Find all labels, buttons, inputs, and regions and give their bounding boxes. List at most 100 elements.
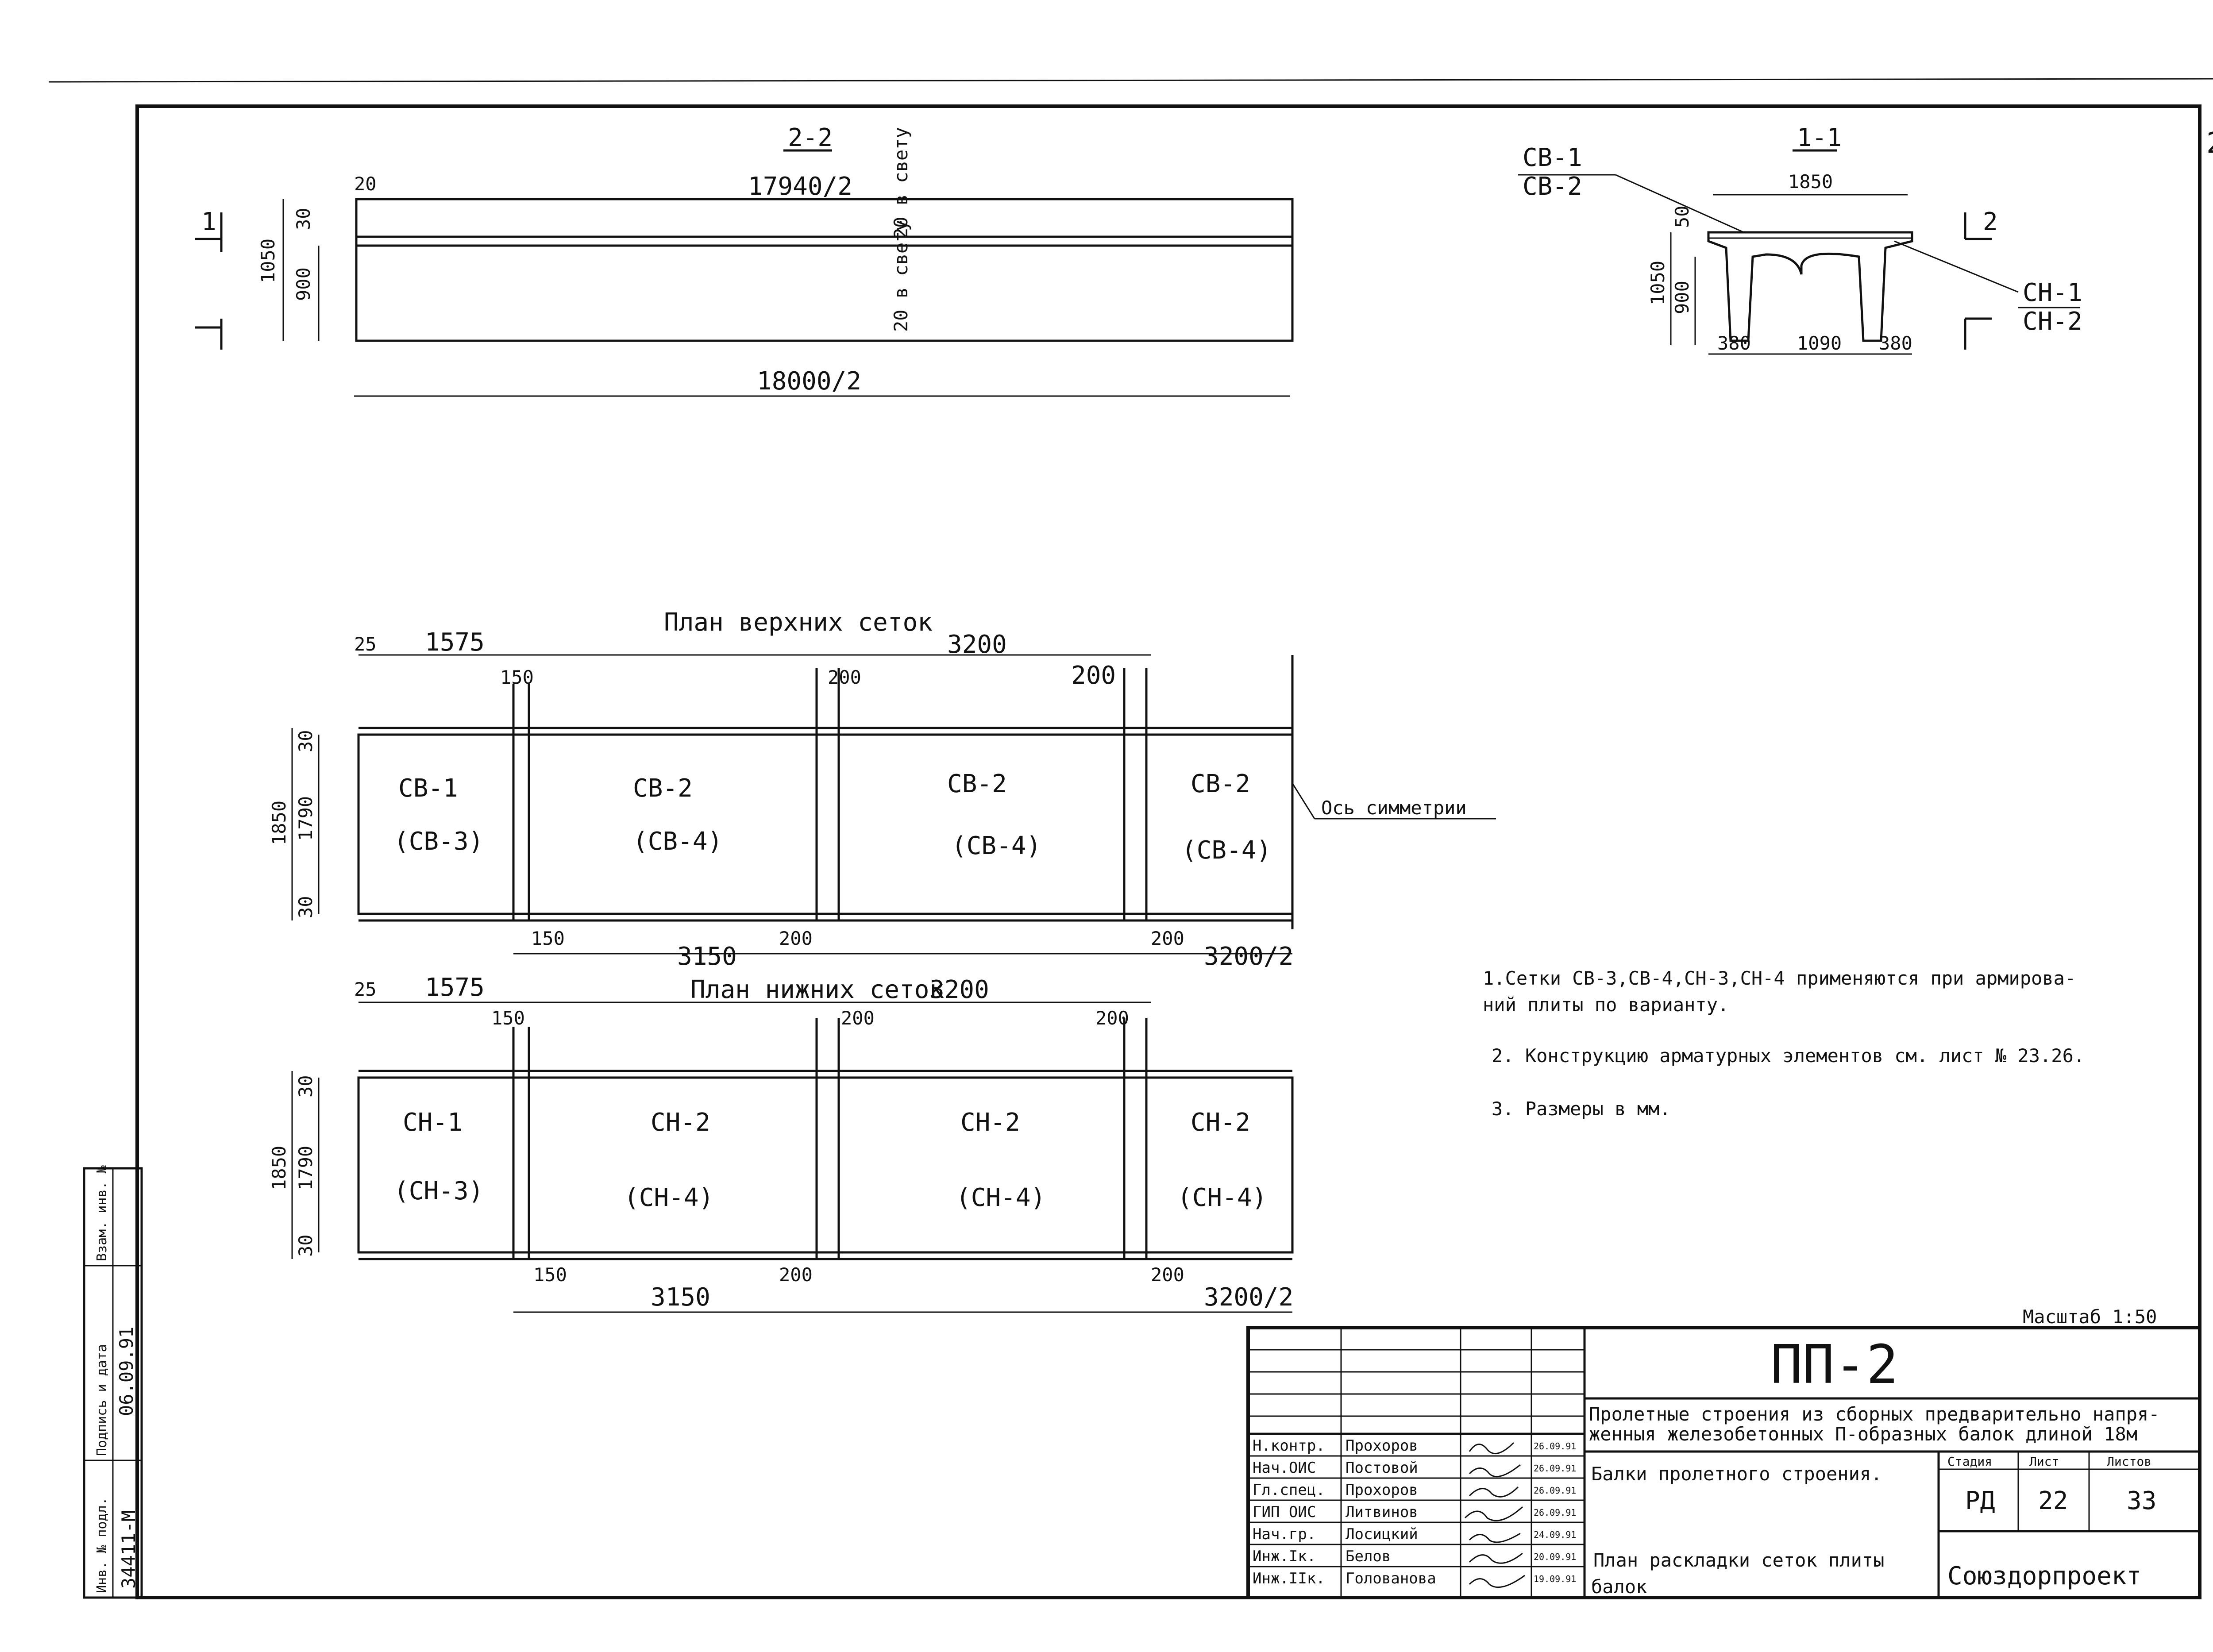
lower-dim-30-bottom: 30 — [295, 1234, 316, 1257]
sheet-title-1: План раскладки сеток плиты — [1593, 1549, 1884, 1571]
role-1: Н.контр. — [1253, 1437, 1325, 1455]
lower-cell-4-main: СН-2 — [1191, 1108, 1250, 1137]
beam-elevation — [355, 198, 1294, 342]
lower-dim-b-200-a: 200 — [779, 1264, 813, 1286]
organization: Союздорпроект — [1947, 1562, 2141, 1590]
name-2: Постовой — [1346, 1459, 1418, 1477]
dim-18000-2: 18000/2 — [757, 367, 861, 396]
upper-plan-title: План верхних сеток — [664, 608, 933, 637]
upper-cell-4-alt: (СВ-4) — [1182, 836, 1271, 865]
note-3: 3. Размеры в мм. — [1492, 1098, 1671, 1120]
sheets-value: 33 — [2127, 1486, 2156, 1515]
upper-dim-200-b: 200 — [1071, 661, 1116, 690]
lower-dim-1790: 1790 — [295, 1146, 316, 1190]
desc-line-1: Пролетные строения из сборных предварите… — [1589, 1403, 2160, 1425]
dim-900: 900 — [293, 267, 314, 301]
lower-cell-1-main: СН-1 — [403, 1108, 463, 1137]
drawing-frame — [135, 104, 2201, 1599]
subject: Балки пролетного строения. — [1591, 1463, 1882, 1485]
beam-cross-section — [1707, 231, 1913, 342]
lower-cell-3-alt: (СН-4) — [956, 1183, 1045, 1212]
upper-dim-1850: 1850 — [268, 801, 290, 845]
dim-20: 20 — [354, 173, 377, 195]
date-2: 26.09.91 — [1534, 1463, 1576, 1474]
dim-1050: 1050 — [257, 239, 279, 283]
date-4: 26.09.91 — [1534, 1507, 1576, 1518]
upper-mesh-plan: План верхних сеток 25 1575 150 3200 200 … — [268, 608, 1496, 971]
lower-dim-b-3200-2: 3200/2 — [1204, 1283, 1293, 1312]
dim-50: 50 — [1671, 205, 1693, 228]
upper-dim-1790: 1790 — [295, 796, 316, 841]
top-border — [48, 78, 2213, 83]
date-1: 26.09.91 — [1534, 1441, 1576, 1452]
note-1-cont: ний плиты по варианту. — [1483, 994, 1729, 1016]
section-1-1: 1-1 СВ-1 СВ-2 1850 1050 900 50 380 1090 … — [1518, 123, 2082, 355]
lower-dim-30-top: 30 — [295, 1075, 316, 1097]
role-4: ГИП ОИС — [1253, 1503, 1316, 1521]
lower-cell-4-alt: (СН-4) — [1177, 1183, 1267, 1212]
section-mark-1: 1 — [201, 208, 216, 236]
drawing-code: ПП-2 — [1770, 1334, 1898, 1396]
dim-900-b: 900 — [1671, 281, 1693, 314]
title-block: ПП-2 Пролетные строения из сборных предв… — [1246, 1326, 2201, 1599]
lower-cell-1-alt: (СН-3) — [394, 1177, 483, 1205]
label-cb-1: СВ-1 — [1523, 143, 1582, 172]
label-cb-2: СВ-2 — [1523, 172, 1582, 201]
dim-1850: 1850 — [1788, 171, 1833, 193]
lower-mesh-plan: План нижних сеток 25 1575 150 3200 200 2… — [268, 973, 1294, 1313]
stage-value: РД — [1965, 1486, 1995, 1515]
role-2: Нач.ОИС — [1253, 1459, 1316, 1477]
lower-cell-2-alt: (СН-4) — [624, 1183, 713, 1212]
note-1: 1.Сетки СВ-3,СВ-4,СН-3,СН-4 применяются … — [1483, 967, 2076, 989]
upper-dim-b-3200-2: 3200/2 — [1204, 942, 1293, 971]
upper-cell-1-main: СВ-1 — [398, 774, 458, 803]
upper-dim-30-top: 30 — [295, 730, 316, 752]
upper-dim-b-150: 150 — [531, 928, 565, 949]
upper-dim-3200: 3200 — [947, 630, 1007, 659]
upper-cell-2-alt: (СВ-4) — [633, 827, 722, 856]
lower-dim-25: 25 — [354, 978, 377, 1000]
upper-cell-4-main: СВ-2 — [1191, 770, 1250, 798]
upper-cell-1-alt: (СВ-3) — [394, 827, 483, 856]
lower-cell-3-main: СН-2 — [960, 1108, 1020, 1137]
stamp-inv-label: Инв. № подл. — [94, 1497, 110, 1593]
name-4: Литвинов — [1346, 1503, 1418, 1521]
lower-plan-outline — [357, 1076, 1294, 1254]
upper-dim-b-200-b: 200 — [1151, 928, 1184, 949]
dim-1090: 1090 — [1797, 332, 1842, 354]
name-1: Прохоров — [1346, 1437, 1418, 1455]
lower-dim-200-a: 200 — [841, 1007, 875, 1029]
upper-cell-3-alt: (СВ-4) — [952, 832, 1041, 860]
section-2-2-title: 2-2 — [788, 123, 833, 152]
upper-dim-b-3150: 3150 — [677, 942, 737, 971]
desc-line-2: женныя железобетонных П-образных балок д… — [1589, 1423, 2137, 1445]
upper-dim-b-200-a: 200 — [779, 928, 813, 949]
section-mark-2-top: 2 — [1983, 208, 1998, 236]
upper-dim-30-bottom: 30 — [295, 896, 316, 918]
notes: 1.Сетки СВ-3,СВ-4,СН-3,СН-4 применяются … — [1483, 967, 2085, 1120]
role-6: Инж.Iк. — [1253, 1548, 1316, 1565]
name-6: Белов — [1346, 1548, 1391, 1565]
section-2-2: 2-2 20 17940/2 18000/2 1050 900 30 20 в … — [195, 123, 1294, 397]
date-5: 24.09.91 — [1534, 1529, 1576, 1540]
stamp-vzam-label: Взам. инв. № — [94, 1165, 110, 1261]
upper-cell-2-main: СВ-2 — [633, 774, 693, 803]
date-6: 20.09.91 — [1534, 1552, 1576, 1562]
name-5: Лосицкий — [1346, 1525, 1418, 1543]
lower-dim-b-3150: 3150 — [651, 1283, 710, 1312]
lower-dim-b-150: 150 — [533, 1264, 567, 1286]
scale-label: Масштаб 1:50 — [2023, 1306, 2157, 1328]
dim-30: 30 — [293, 208, 314, 230]
note-clear-upper: 20 в свету — [890, 127, 912, 239]
stamp-sign-label: Подпись и дата — [94, 1344, 110, 1456]
dim-380-a: 380 — [1717, 332, 1751, 354]
side-stamp: Взам. инв. № Подпись и дата 06.09.91 Инв… — [83, 1165, 143, 1599]
dim-380-b: 380 — [1879, 332, 1912, 354]
role-7: Инж.IIк. — [1253, 1570, 1325, 1587]
label-ch-2: СН-2 — [2023, 307, 2082, 336]
label-ch-1: СН-1 — [2023, 278, 2082, 307]
sheet-value: 22 — [2038, 1486, 2068, 1515]
symmetry-axis-label: Ось симметрии — [1321, 797, 1467, 819]
sheet-title-2: балок — [1591, 1576, 1647, 1598]
